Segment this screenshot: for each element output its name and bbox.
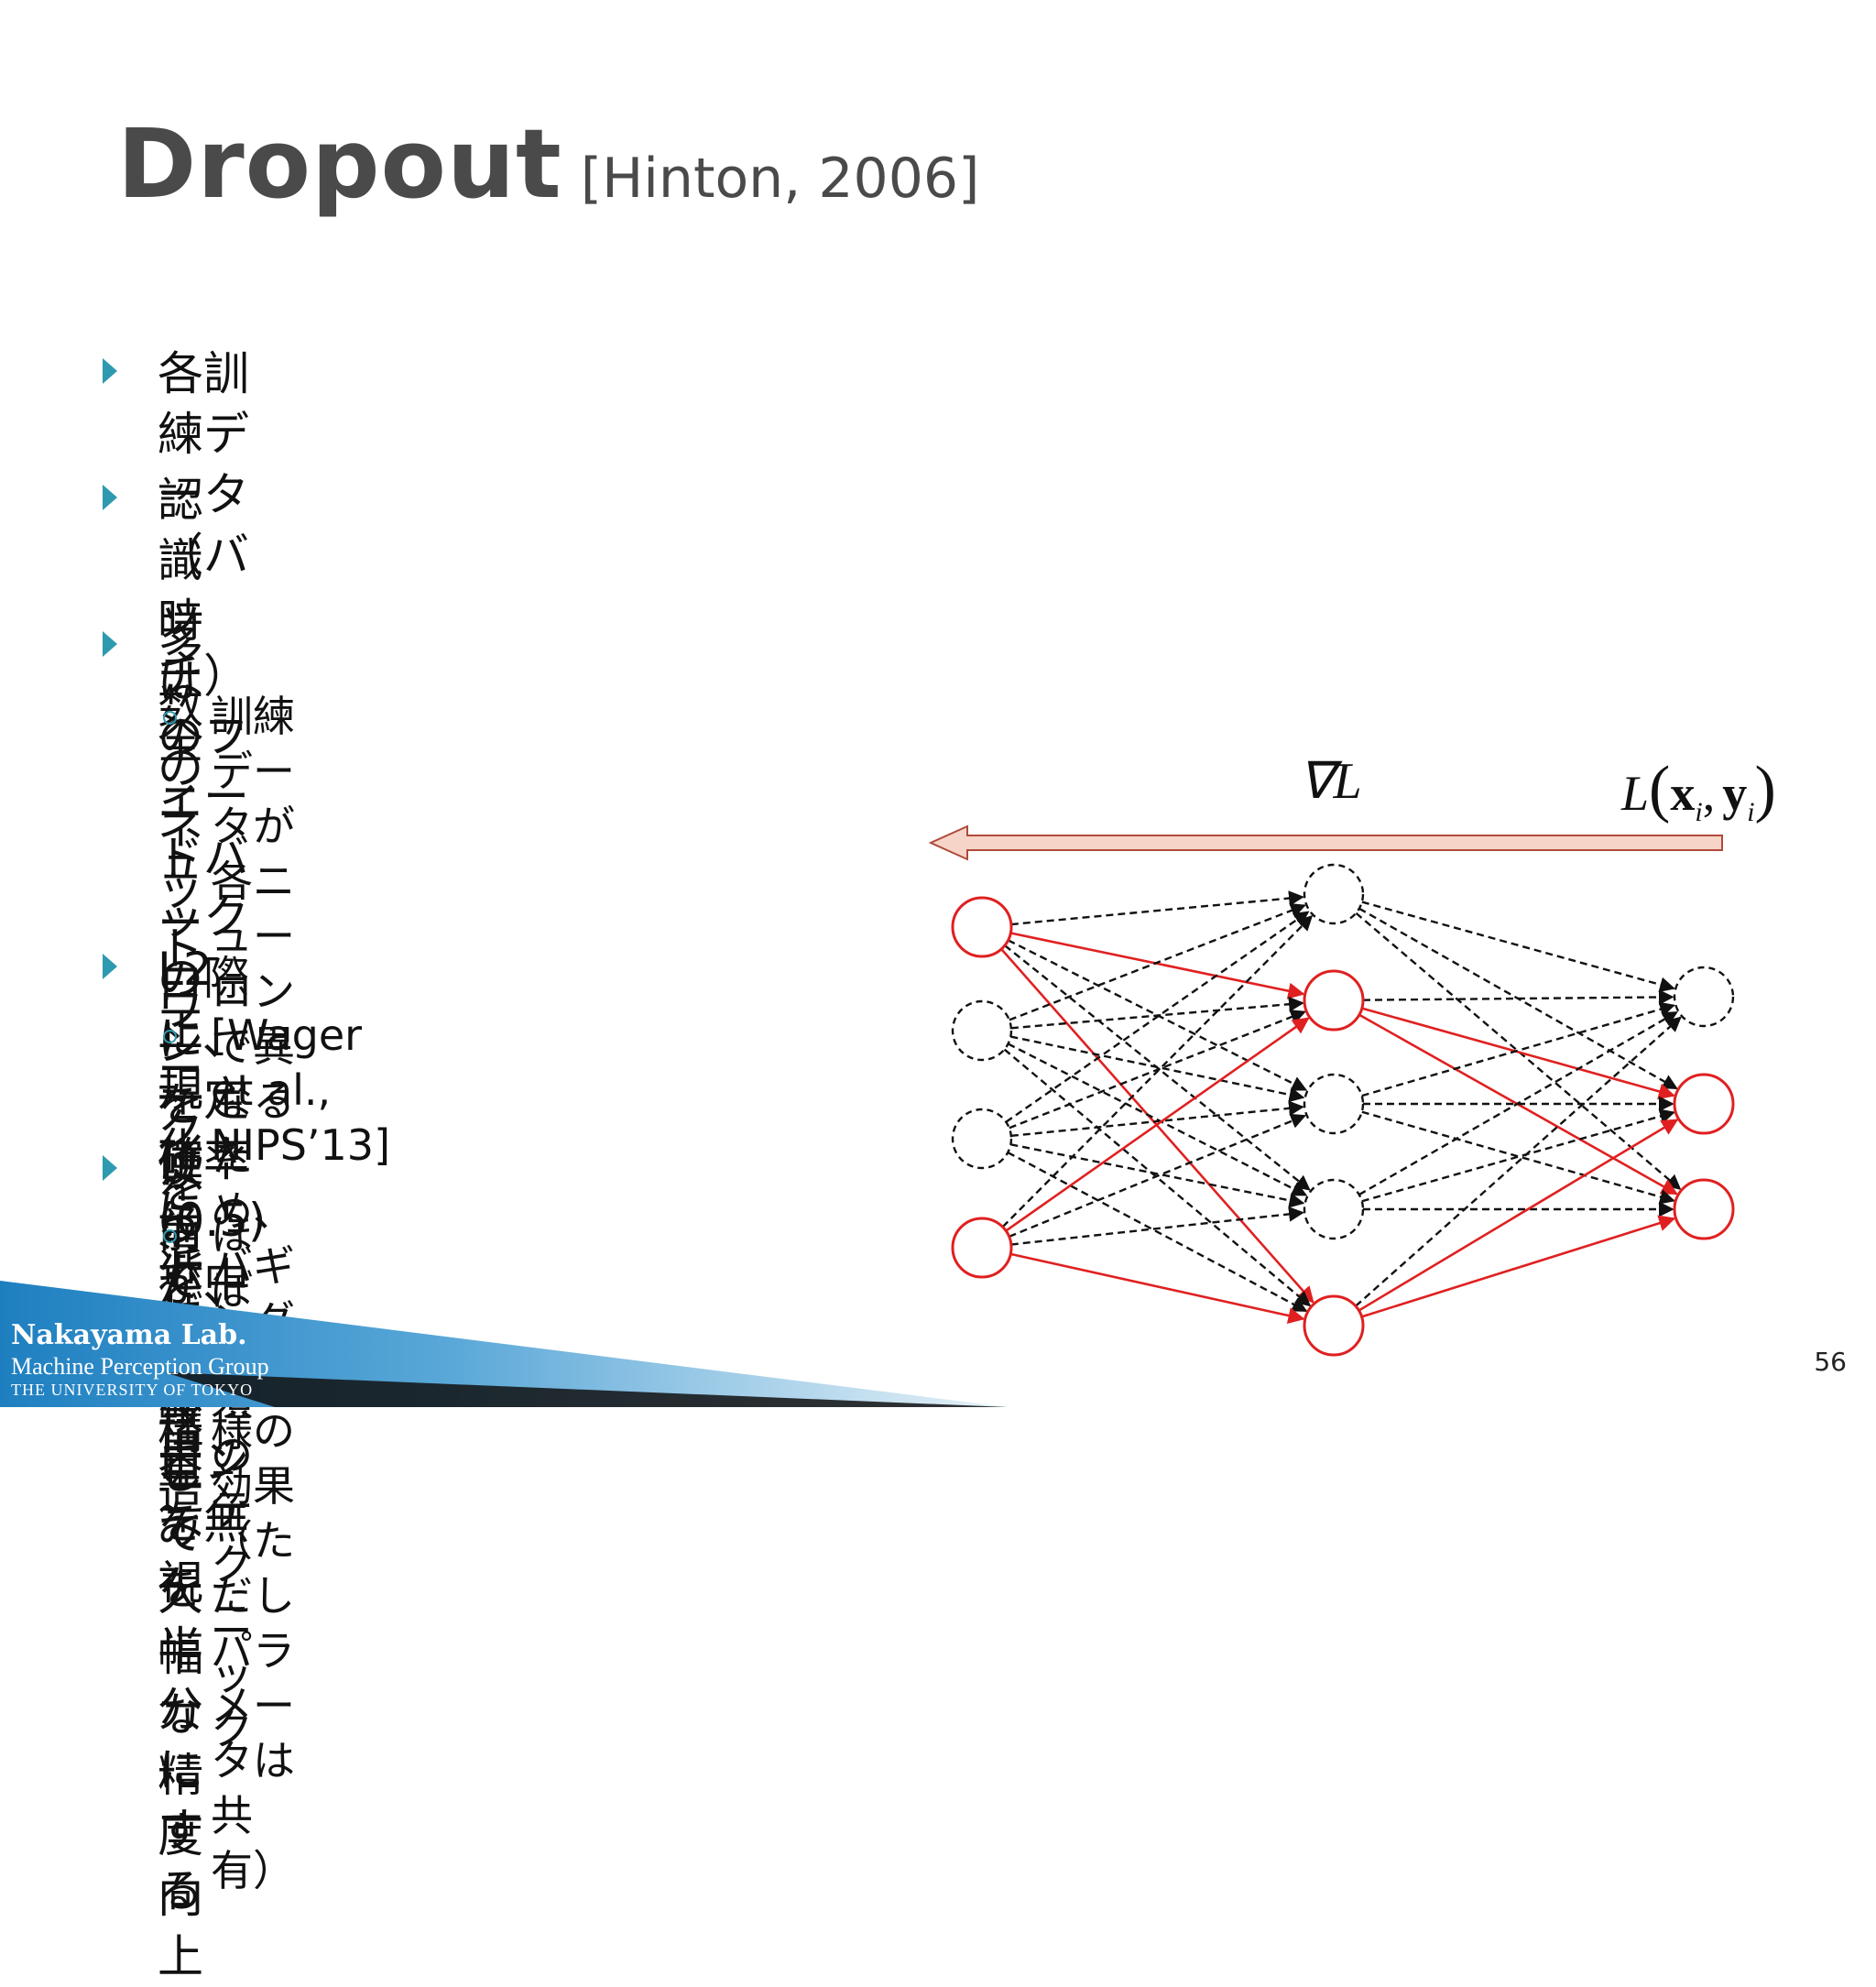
lab-name: Nakayama Lab. xyxy=(11,1319,247,1351)
active-connection xyxy=(1009,1252,1305,1324)
dropped-connection xyxy=(1007,1151,1308,1313)
active-neuron xyxy=(1303,1294,1365,1357)
lab-logo: Nakayama Lab. Machine Perception Group T… xyxy=(11,1319,269,1400)
active-neuron xyxy=(1673,1073,1735,1135)
loss-L: L xyxy=(1621,766,1650,821)
loss-y: y xyxy=(1722,766,1748,821)
dropped-connection xyxy=(1361,901,1675,992)
title-citation: [Hinton, 2006] xyxy=(580,147,980,211)
subbullet-circle-icon xyxy=(163,711,177,725)
dropped-connection xyxy=(1361,1001,1675,1097)
gradient-label: ∇L xyxy=(1299,753,1362,810)
gradient-backprop-arrow xyxy=(928,824,1723,861)
dropped-connection xyxy=(1355,1016,1682,1307)
active-connection xyxy=(1358,1119,1679,1312)
footer-band xyxy=(0,1281,1008,1407)
dropped-neuron xyxy=(1673,966,1735,1028)
dropout-network-diagram xyxy=(928,824,1735,1357)
dropped-connection xyxy=(1001,914,1314,1228)
active-connection xyxy=(1361,1007,1676,1100)
dropped-neuron xyxy=(1303,1073,1365,1135)
dropped-connection xyxy=(1361,1108,1675,1203)
dropped-connection xyxy=(1003,1048,1312,1307)
dropped-connection xyxy=(1010,890,1304,926)
loss-paren-close: ) xyxy=(1754,754,1776,824)
title-main: Dropout xyxy=(117,108,562,220)
loss-x: x xyxy=(1670,766,1696,821)
loss-sub-i: i xyxy=(1747,796,1755,827)
dropped-neuron xyxy=(951,999,1013,1062)
bullet-arrow-icon xyxy=(103,954,117,979)
loss-label: L(xi,yi) xyxy=(1621,753,1776,828)
slide-title: Dropout [Hinton, 2006] xyxy=(117,108,979,220)
dropped-connection xyxy=(1010,996,1304,1030)
dropped-connection xyxy=(1007,1043,1308,1196)
subbullet-circle-icon xyxy=(163,1229,177,1243)
dropped-connection xyxy=(1358,1010,1678,1196)
bullet-arrow-icon xyxy=(103,631,117,657)
loss-paren-open: ( xyxy=(1649,754,1671,824)
active-neuron xyxy=(951,1217,1013,1279)
page-number: 56 xyxy=(1814,1347,1847,1377)
dropped-connection xyxy=(1362,989,1674,1005)
dropped-connection xyxy=(1010,1206,1304,1246)
bullet-arrow-icon xyxy=(103,485,117,510)
dropped-neuron xyxy=(951,1108,1013,1170)
dropped-connection xyxy=(1009,1010,1306,1130)
active-neuron xyxy=(951,896,1013,958)
dropped-connection xyxy=(1005,911,1310,1123)
dropped-connection xyxy=(1010,1143,1305,1208)
active-neuron xyxy=(1303,969,1365,1032)
active-connection xyxy=(1005,1017,1310,1232)
loss-comma: , xyxy=(1702,766,1716,821)
dropped-connection xyxy=(1361,1110,1675,1205)
lab-group: Machine Perception Group xyxy=(11,1353,269,1380)
dropped-connection xyxy=(1009,902,1306,1021)
dropped-connection xyxy=(1010,1035,1305,1103)
dropped-connection xyxy=(1008,939,1308,1091)
lab-university: THE UNIVERSITY OF TOKYO xyxy=(11,1381,254,1399)
loss-sub-i: i xyxy=(1695,796,1703,827)
bullet-arrow-icon xyxy=(103,358,117,384)
dropped-neuron xyxy=(1303,1178,1365,1240)
dropped-connection xyxy=(1009,1113,1307,1239)
subbullet-text: [Wager et al., NIPS’13] xyxy=(211,1010,391,1170)
dropped-connection xyxy=(1010,1100,1304,1138)
active-connection xyxy=(1361,1215,1676,1318)
dropped-neuron xyxy=(1303,863,1365,925)
active-neuron xyxy=(1673,1178,1735,1240)
bullet-arrow-icon xyxy=(103,1155,117,1181)
subbullet-circle-icon xyxy=(163,1030,177,1043)
slide: Dropout[Hinton, 2006] 各訓練データ（バッチ）のフィードバッ… xyxy=(0,108,1847,1983)
